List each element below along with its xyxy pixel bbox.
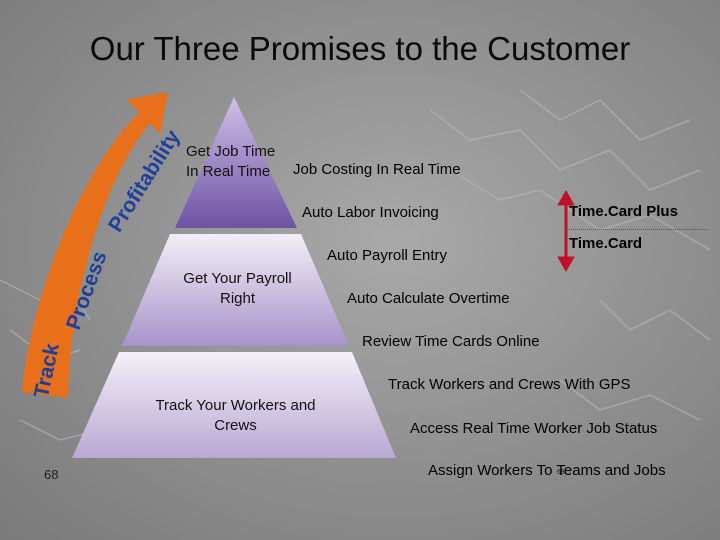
bottom-tier-line-2: Crews xyxy=(214,417,257,434)
top-tier-line-1: Get Job Time xyxy=(186,143,276,160)
middle-tier-line-2: Right xyxy=(219,290,256,307)
page-number: 68 xyxy=(44,467,59,482)
feature-item: Access Real Time Worker Job Status xyxy=(410,420,658,437)
bottom-tier-line-1: Track Your Workers and xyxy=(155,397,316,414)
feature-item: Auto Payroll Entry xyxy=(327,247,448,264)
feature-item: Review Time Cards Online xyxy=(362,333,540,350)
pyramid-middle-tier xyxy=(122,234,349,346)
pyramid-top-tier xyxy=(175,97,297,228)
product-upper: Time.Card Plus xyxy=(569,203,678,220)
pyramid-bottom-tier xyxy=(72,352,396,458)
page-number-small: 68 xyxy=(557,469,565,476)
product-lower: Time.Card xyxy=(569,235,643,252)
slide-title: Our Three Promises to the Customer xyxy=(89,30,631,67)
feature-item: Auto Labor Invoicing xyxy=(302,204,439,221)
product-arrow xyxy=(557,189,575,273)
top-tier-line-2: In Real Time xyxy=(186,163,271,180)
product-divider xyxy=(566,229,708,230)
feature-item: Job Costing In Real Time xyxy=(293,161,461,178)
feature-item: Track Workers and Crews With GPS xyxy=(388,376,631,393)
progress-arrow xyxy=(22,92,168,398)
middle-tier-line-1: Get Your Payroll xyxy=(183,270,292,287)
feature-item: Auto Calculate Overtime xyxy=(347,290,510,307)
feature-item: Assign Workers To Teams and Jobs xyxy=(428,462,666,479)
